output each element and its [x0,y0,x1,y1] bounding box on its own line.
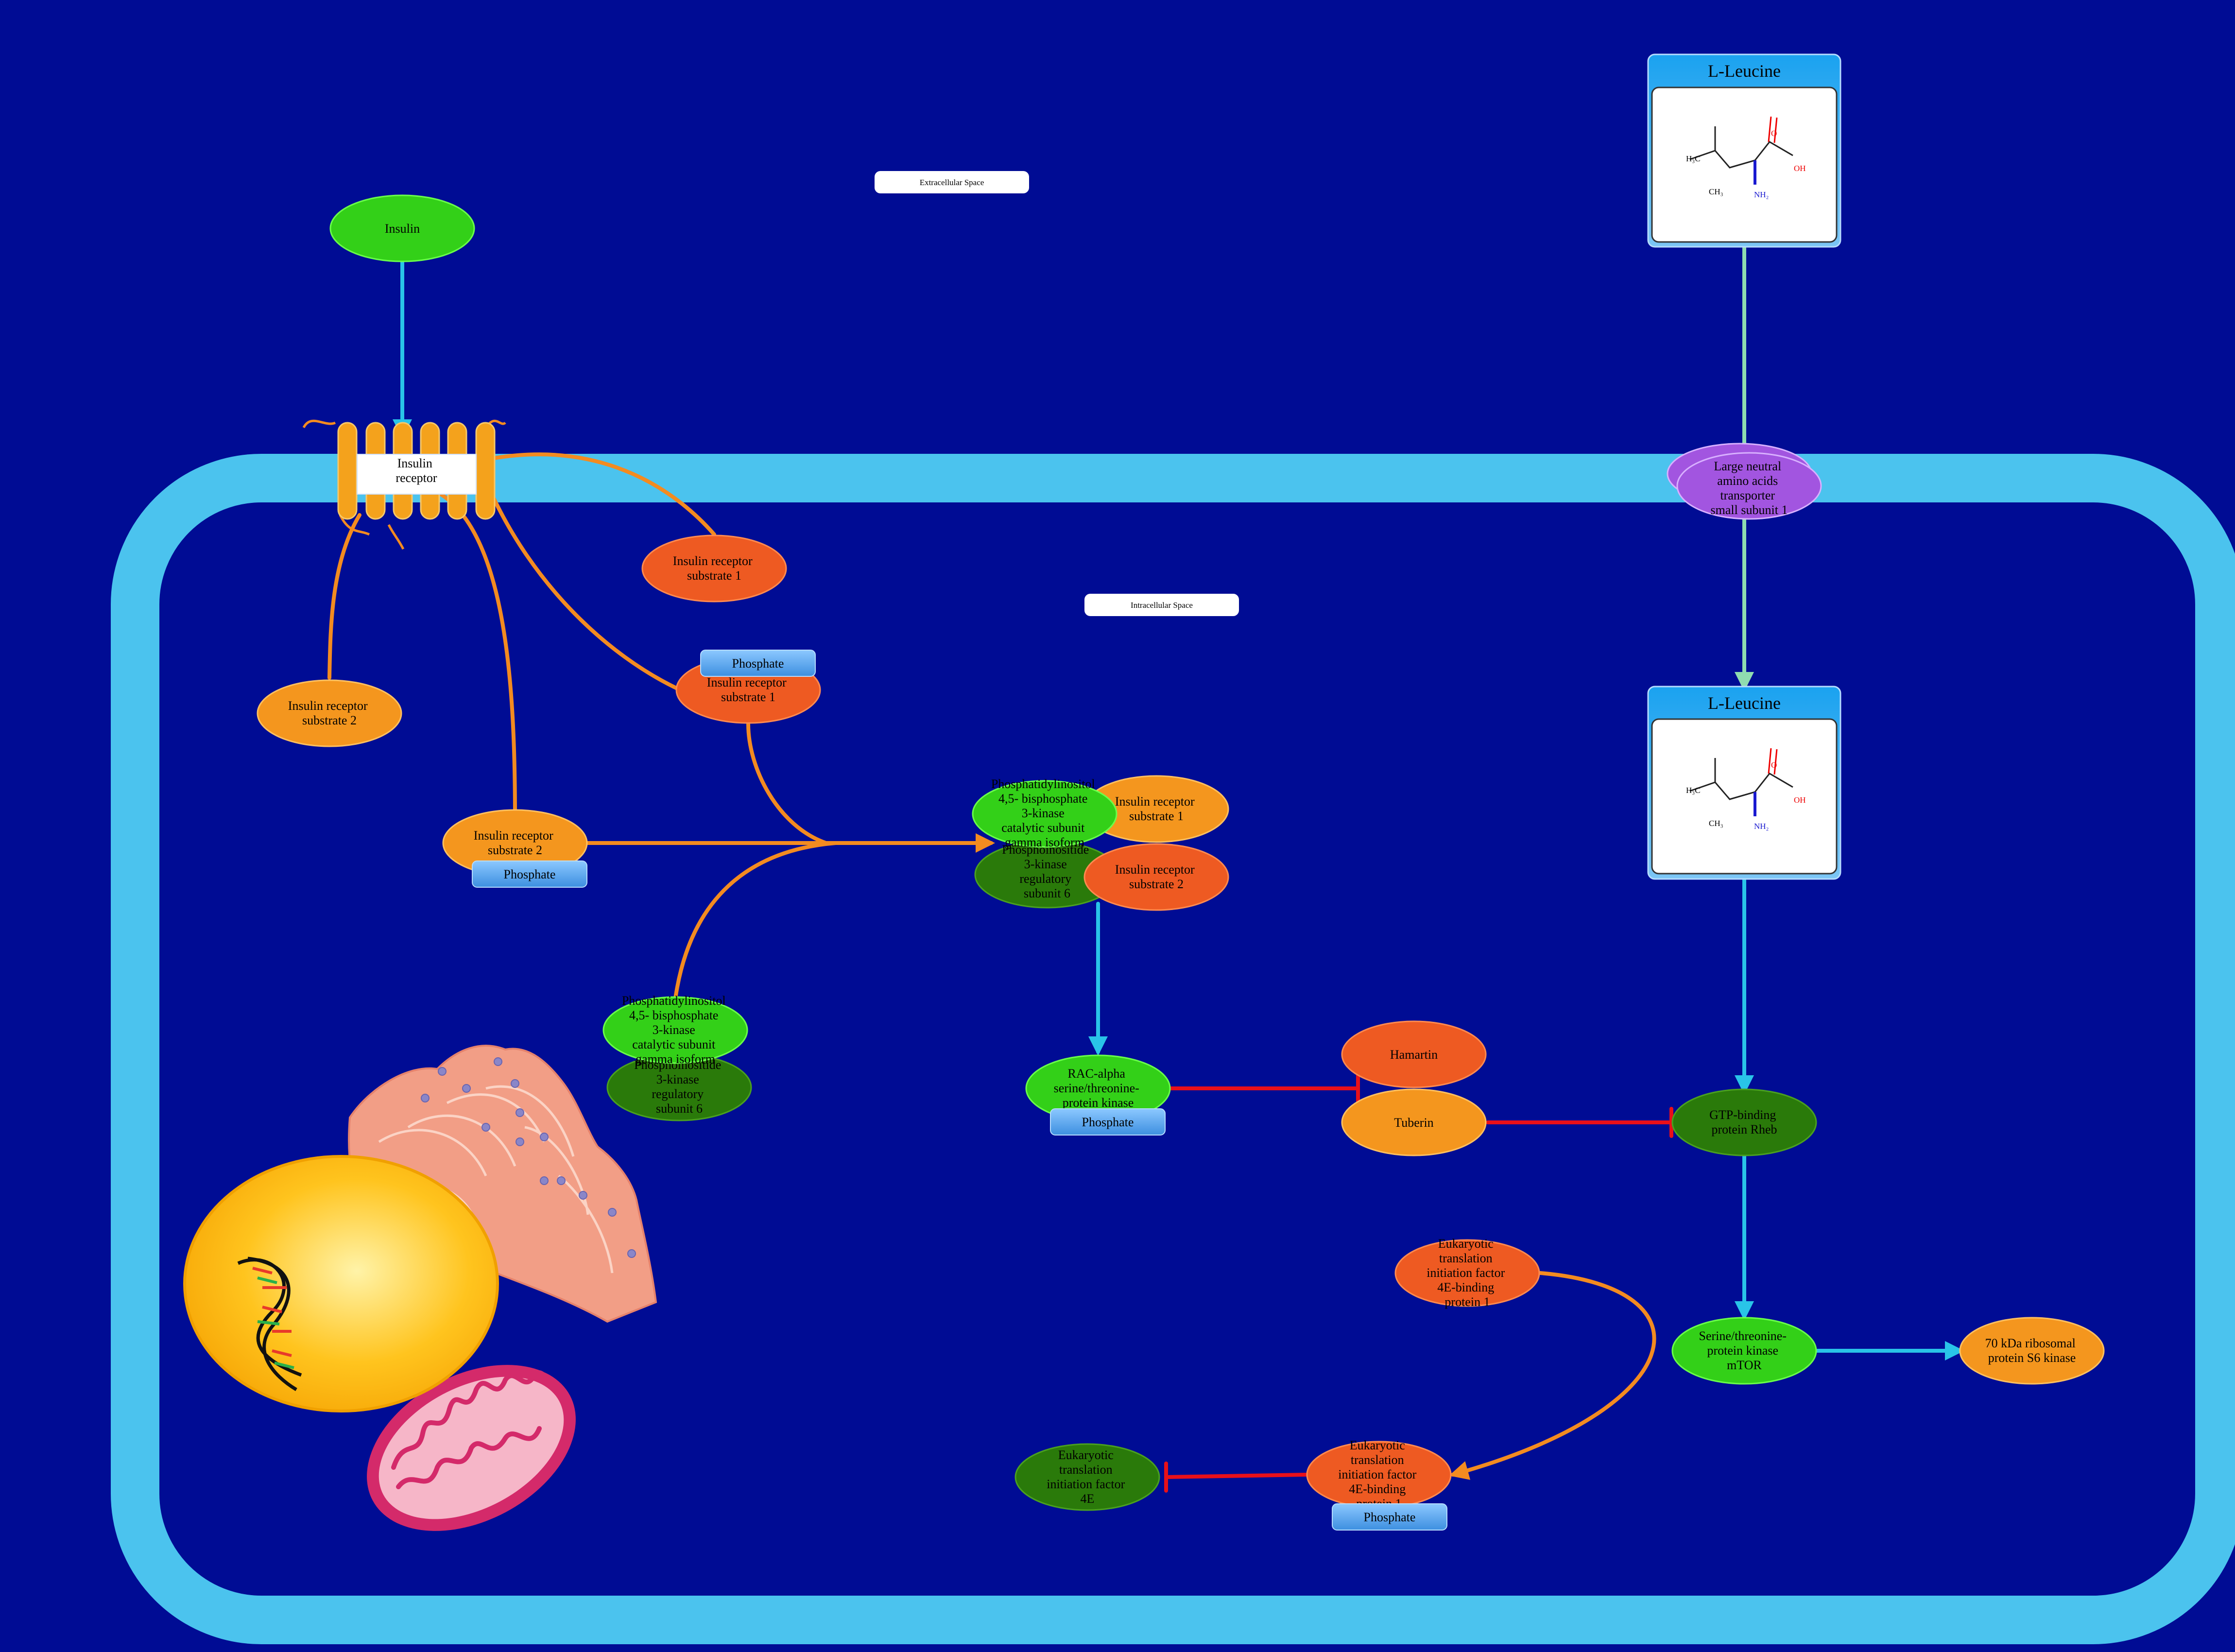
node-irs2-free[interactable]: Insulin receptor substrate 2 [257,679,402,747]
svg-text:OH: OH [1794,164,1806,173]
svg-text:Extracellular Space: Extracellular Space [920,178,984,187]
svg-text:Hamartin: Hamartin [1390,1048,1438,1062]
extracellular-space-label: Extracellular Space [875,171,1029,193]
leucine-structure-icon [1689,116,1793,185]
svg-text:70 kDa ribosomal protein: 70 kDa ribosomal protein S6 kinase [1985,1336,2079,1365]
svg-text:NH₂: NH₂ [1754,190,1769,199]
svg-text:H₃C: H₃C [1686,786,1701,795]
node-akt[interactable]: RAC-alpha serine/threonine- protein kina… [1025,1054,1171,1136]
node-pi3k-regulatory-upper: Phosphoinositide 3-kinase regulatory sub… [974,841,1120,909]
svg-text:RAC-alpha serine/threoni: RAC-alpha serine/threonine- protein kina… [1054,1067,1143,1110]
svg-text:Insulin receptor substra: Insulin receptor substrate 1 [707,675,790,704]
phosphate-badge: Phosphate [700,650,816,677]
svg-text:CH₃: CH₃ [1709,819,1723,828]
node-irs2-phosphorylated[interactable]: Insulin receptor substrate 2 Phosphate [442,809,588,888]
cell-membrane [111,454,2235,1644]
node-leucine-intracellular[interactable]: L-Leucine H₃C CH₃ NH₂ O OH [1647,686,1841,880]
node-irs1-free[interactable]: Insulin receptor substrate 1 [641,534,787,602]
svg-text:Phosphate: Phosphate [504,867,556,881]
node-pi3k-catalytic-upper: Phosphatidylinositol 4,5- bisphosphate 3… [972,777,1118,849]
svg-text:Intracellular Space: Intracellular Space [1131,601,1193,610]
svg-text:CH₃: CH₃ [1709,187,1723,196]
svg-text:Tuberin: Tuberin [1394,1116,1433,1130]
svg-text:L-Leucine: L-Leucine [1708,61,1781,81]
node-insulin[interactable]: Insulin [329,194,475,262]
node-complex-irs1: Insulin receptor substrate 1 [1083,775,1229,843]
node-complex-irs2: Insulin receptor substrate 2 [1083,843,1229,911]
nucleus [183,1155,499,1412]
edge-receptor-irs1 [486,452,716,536]
node-mtor[interactable]: Serine/threonine- protein kinase mTOR [1671,1317,1817,1385]
edge-receptor-irs2 [327,513,361,680]
svg-text:Phosphate: Phosphate [1364,1510,1416,1524]
phosphate-badge: Phosphate [472,860,587,888]
node-pi3k-regulatory-lower[interactable]: Phosphoinositide 3-kinase regulatory sub… [606,1053,752,1121]
svg-text:NH₂: NH₂ [1754,822,1769,831]
svg-text:H₃C: H₃C [1686,154,1701,163]
node-eif4e[interactable]: Eukaryotic translation initiation factor… [1014,1443,1160,1511]
svg-text:Phosphate: Phosphate [1082,1115,1134,1129]
svg-text:Large neutral amino acid: Large neutral amino acids transporter sm… [1711,459,1788,517]
edge-receptor-irs2p [421,484,517,818]
node-4ebp1-free[interactable]: Eukaryotic translation initiation factor… [1394,1237,1540,1309]
dna-icon [237,1256,302,1392]
svg-text:OH: OH [1794,795,1806,805]
svg-text:Eukaryotic translation: Eukaryotic translation initiation factor… [1427,1237,1508,1309]
node-tuberin[interactable]: Tuberin [1341,1088,1487,1156]
node-4ebp1-phosphorylated[interactable]: Eukaryotic translation initiation factor… [1306,1438,1452,1531]
edge-pi3k-complex [673,841,838,1000]
insulin-receptor[interactable]: Insulin receptor [302,419,506,550]
svg-text:Insulin: Insulin [385,222,420,236]
svg-text:O: O [1771,129,1777,138]
leucine-structure-icon [1689,748,1793,816]
edges [327,243,1964,1493]
mitochondrion [367,1365,576,1531]
svg-text:L-Leucine: L-Leucine [1708,693,1781,713]
svg-text:GTP-binding protein Rheb: GTP-binding protein Rheb [1709,1108,1779,1136]
node-leucine-extracellular[interactable]: L-Leucine H₃C CH₃ NH₂ O OH [1647,53,1841,248]
node-s6k[interactable]: 70 kDa ribosomal protein S6 kinase [1959,1317,2105,1385]
node-irs1-phosphorylated[interactable]: Insulin receptor substrate 1 Phosphate [675,650,821,724]
svg-text:Insulin receptor substra: Insulin receptor substrate 2 [474,828,556,857]
node-lat1-transporter[interactable]: Large neutral amino acids transporter sm… [1667,443,1822,520]
svg-text:Phosphatidylinositol 4,5: Phosphatidylinositol 4,5- bisphosphate 3… [622,994,729,1066]
edge-irs1p-complex [746,722,828,845]
intracellular-space-label: Intracellular Space [1084,594,1239,616]
edge-receptor-irs1p [484,479,682,692]
svg-text:Eukaryotic translation: Eukaryotic translation initiation factor… [1047,1448,1128,1506]
svg-text:Serine/threonine- protei: Serine/threonine- protein kinase mTOR [1699,1329,1790,1372]
edge-4ebp1-eif4e [1164,1473,1309,1479]
node-hamartin[interactable]: Hamartin [1341,1020,1487,1088]
complex-pi3k-irs[interactable]: Phosphoinositide 3-kinase regulatory sub… [972,775,1229,911]
phosphate-badge: Phosphate [1332,1503,1447,1531]
node-pi3k-catalytic-lower[interactable]: Phosphatidylinositol 4,5- bisphosphate 3… [602,994,748,1066]
svg-text:Phosphatidylinositol 4: Phosphatidylinositol 4,5- bisphosphate 3… [991,777,1098,849]
svg-text:Insulin receptor subst: Insulin receptor substrate 2 [1115,862,1198,891]
node-rheb[interactable]: GTP-binding protein Rheb [1671,1088,1817,1156]
svg-text:O: O [1771,760,1777,770]
svg-text:Phosphate: Phosphate [732,656,784,671]
insulin-receptor-label: Insulin receptor [395,456,437,485]
phosphate-badge: Phosphate [1050,1108,1166,1136]
edge-4ebp1-phos [1449,1271,1656,1480]
svg-text:Insulin receptor substra: Insulin receptor substrate 2 [288,699,371,727]
svg-text:Insulin receptor substra: Insulin receptor substrate 1 [673,554,756,583]
svg-text:Insulin receptor subst: Insulin receptor substrate 1 [1115,794,1198,823]
